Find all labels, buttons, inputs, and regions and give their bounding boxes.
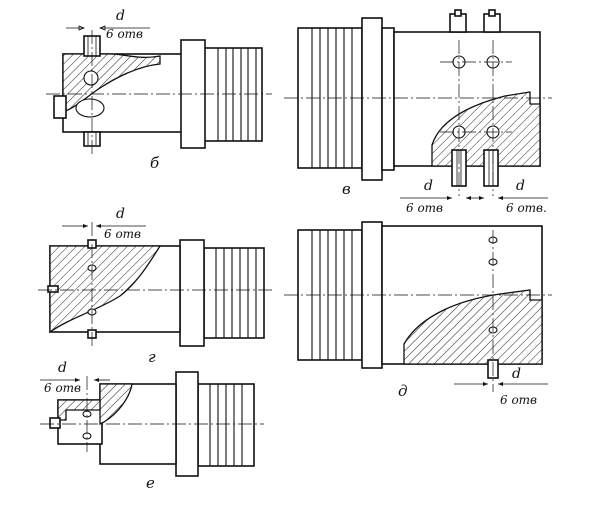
view-g-threaded-shank: [203, 247, 265, 339]
view-e-threaded-shank: [197, 383, 255, 467]
view-v-label: в: [342, 180, 351, 198]
view-v-dim-symbol-left: d: [424, 178, 433, 194]
view-b-cross-hole-1: [83, 70, 99, 86]
view-e-dim-note: 6 отв: [44, 381, 81, 395]
view-b-dim-symbol: d: [116, 8, 125, 24]
view-v-tool-right: [483, 149, 499, 187]
view-b-threaded-shank: [203, 47, 263, 142]
view-e-label: е: [146, 474, 155, 492]
view-d: d 6 отв д: [284, 221, 552, 407]
view-d-dim-note: 6 отв: [500, 393, 537, 407]
view-g: d 6 отв г: [38, 206, 272, 366]
view-v: d 6 отв d 6 отв. в: [284, 9, 552, 215]
view-v-dim-symbol-right: d: [516, 178, 525, 194]
view-v-collar: [361, 17, 383, 181]
view-g-dim-symbol: d: [116, 206, 125, 222]
view-b-dim-note: 6 отв: [106, 27, 143, 41]
view-b: d 6 отв б: [46, 8, 272, 172]
view-g-section: [49, 245, 162, 334]
view-b-label: б: [150, 154, 160, 172]
view-b-cross-hole-2: [75, 98, 105, 118]
view-e: d 6 отв е: [40, 360, 264, 492]
view-g-dim-note: 6 отв: [104, 227, 141, 241]
view-e-section: [99, 383, 133, 426]
view-v-section: [431, 91, 541, 167]
view-e-dim-symbol: d: [58, 360, 67, 376]
view-v-dim-note-right: 6 отв.: [506, 201, 547, 215]
view-d-section: [403, 289, 543, 365]
view-d-label: д: [398, 382, 408, 400]
view-g-label: г: [148, 348, 156, 366]
view-g-collar: [179, 239, 205, 347]
view-v-dim-note-left: 6 отв: [406, 201, 443, 215]
view-d-dim-symbol: d: [512, 366, 521, 382]
